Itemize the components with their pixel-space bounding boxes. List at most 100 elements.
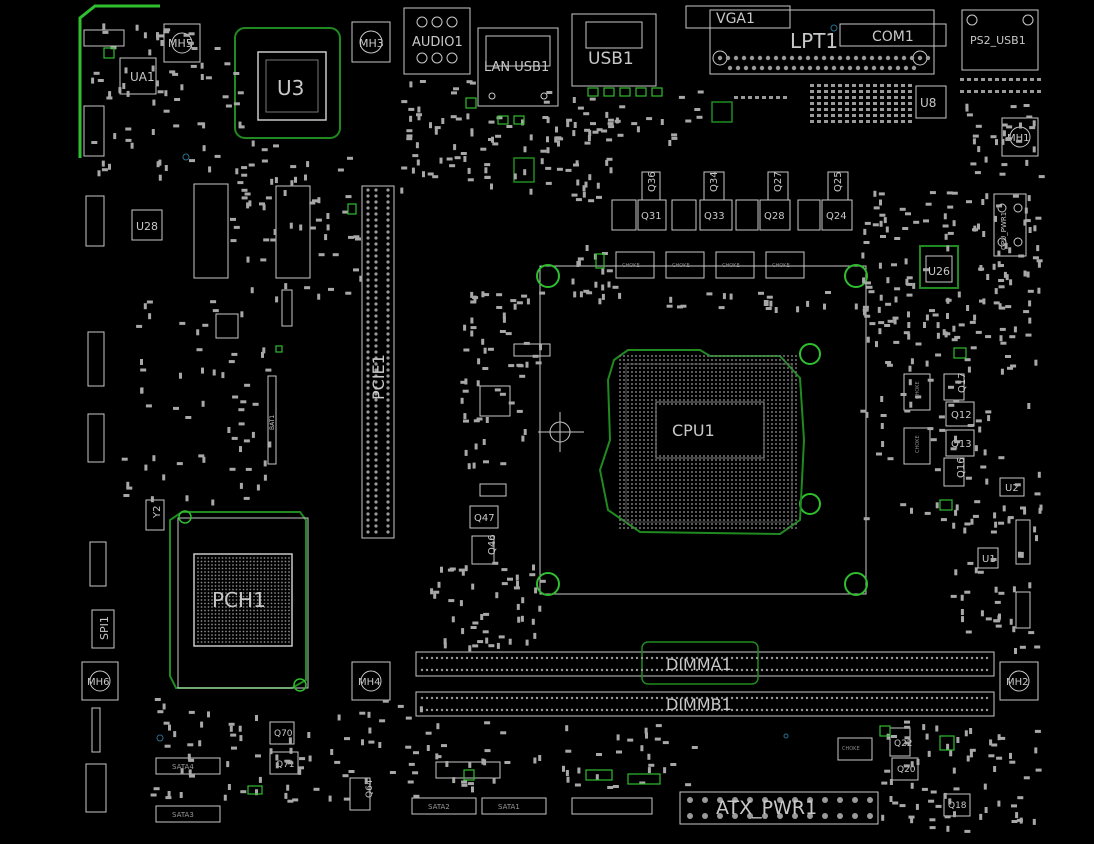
passive [233,102,240,106]
passive [584,141,591,145]
passive [185,416,192,419]
passive [108,91,112,98]
cpu-pin [715,395,717,397]
pch-pin [235,623,238,626]
cpu-pin [771,391,773,393]
pch-pin [288,609,290,612]
pad [838,90,842,93]
passive [328,287,334,291]
dimm-pin [810,668,814,672]
cpu-pin [639,411,641,413]
pad [873,96,877,99]
passive [448,599,455,603]
passive [571,193,578,197]
pch-pin [235,560,238,563]
pch-pin [239,634,241,636]
passive [162,703,166,710]
q28-label: Q28 [764,211,785,222]
pad [901,90,905,93]
pch-pin [225,592,227,594]
cpu-pin [695,383,697,385]
passive [151,65,155,72]
cpu-pin [651,451,653,453]
cpu-pin [655,383,657,385]
passive [985,335,992,339]
cpu-pin [687,475,689,477]
cpu-pin [659,403,661,405]
dimm-pin [670,708,674,712]
cpu-pin [695,491,697,493]
passive [608,125,615,129]
pch-pin [235,564,238,566]
cpu-pin [659,483,661,485]
dimm-pin [450,696,454,700]
pad [887,84,891,87]
passive [1012,626,1016,633]
cpu-pin [751,487,753,489]
passive [516,409,523,413]
cpu-pin [795,399,797,401]
passive [887,319,894,323]
passive [532,564,535,571]
cpu-pin [679,399,681,401]
passive [463,156,467,162]
cpu-pin [715,471,717,473]
pad [901,102,905,105]
passive [579,291,583,298]
pcie-pin [366,278,370,282]
q24-label: Q24 [826,211,847,222]
passive [504,761,511,764]
passive [157,710,164,714]
cpu-pin [731,459,733,461]
pch-pin [274,564,276,566]
pad [852,96,856,99]
cpu-pin [731,527,733,529]
cpu-pin [767,359,769,361]
cpu-pin [659,379,661,381]
pad [866,96,870,99]
cpu-pin [639,527,641,529]
dimm-pin [560,656,564,660]
passive [1036,259,1043,263]
pcie-pin [366,518,370,522]
pch-pin [267,623,269,626]
cpu-pin [627,455,629,457]
cpu-pin [655,499,657,501]
passive [488,120,495,124]
cpu-pin [663,395,665,397]
passive [460,397,464,404]
passive [571,278,575,285]
passive [292,798,299,802]
dimm-pin [610,668,614,672]
dimm-pin [535,696,539,700]
dimm-pin [595,668,599,672]
pch-pin [204,592,206,594]
passive [618,292,622,299]
cpu-pin [651,435,653,437]
cpu-pin [791,355,793,357]
passive [317,293,321,300]
cpu-pin [767,379,769,381]
cpu-pin [743,503,745,505]
lpt-pin [863,65,869,71]
cpu-pin [667,391,669,393]
cpu-pin [647,391,649,393]
passive [531,618,535,625]
passive [994,215,997,222]
pch-pin [284,557,287,559]
dimm-pin [665,696,669,700]
cpu-pin [627,419,629,421]
cpu-pin [715,371,717,373]
pad [831,102,835,105]
cpu-pin [623,447,625,449]
cpu-pin [687,467,689,469]
cpu-pin [695,511,697,513]
cpu-pin [663,487,665,489]
dimm-pin [435,668,439,672]
pch-pin [249,557,252,559]
cpu-pin [751,375,753,377]
pch-pin [235,588,238,591]
pad [859,96,863,99]
pch-pin [200,567,203,570]
cpu-pin [743,399,745,401]
